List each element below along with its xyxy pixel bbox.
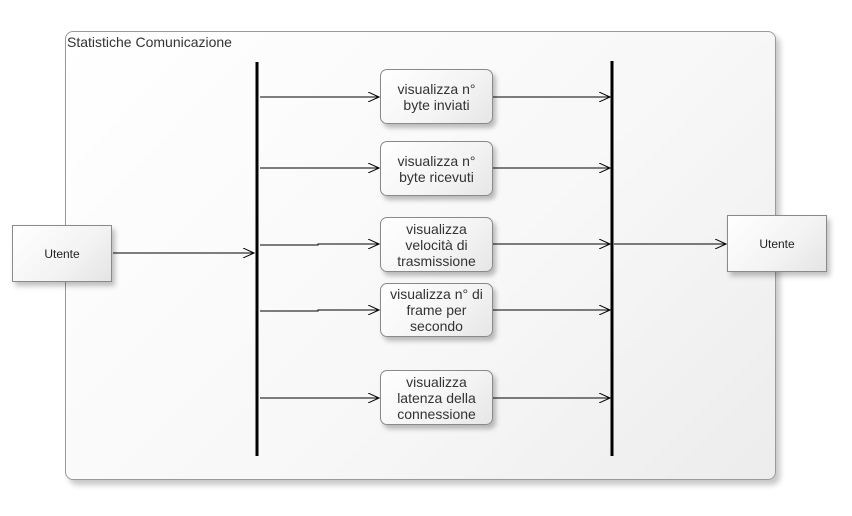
- activity-bytes-sent: visualizza n° byte inviati: [380, 69, 493, 124]
- activity-bytes-received: visualizza n° byte ricevuti: [380, 141, 493, 196]
- activity-connection-latency: visualizza latenza della connessione: [380, 370, 493, 425]
- arrow-fork-to-activity-4: [260, 310, 379, 311]
- arrow-fork-to-activity-3: [260, 244, 379, 245]
- actor-right: Utente: [727, 215, 827, 272]
- activity-transmission-speed: visualizza velocità di trasmissione: [380, 217, 493, 272]
- actor-left: Utente: [12, 225, 112, 282]
- frame-title: Statistiche Comunicazione: [67, 34, 232, 50]
- activity-frames-per-second: visualizza n° di frame per secondo: [380, 283, 493, 337]
